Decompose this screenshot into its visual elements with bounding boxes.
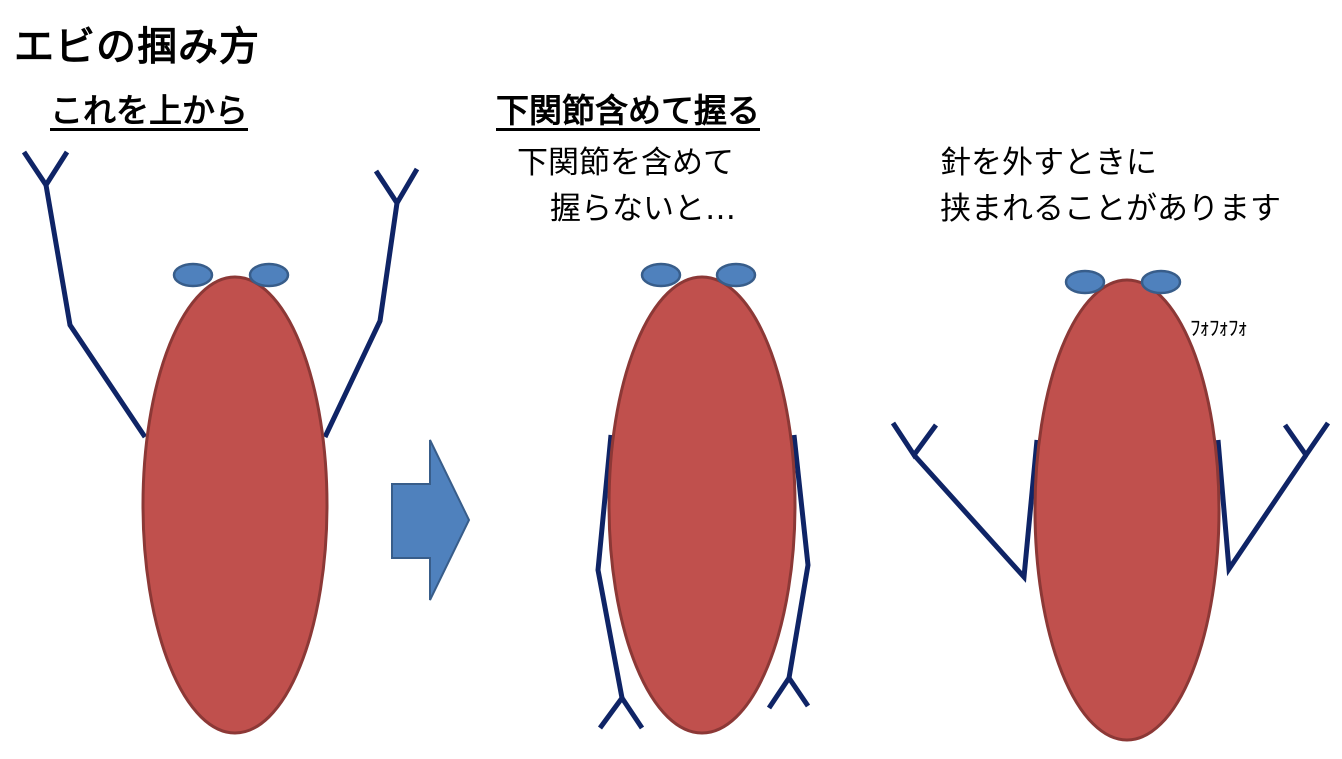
shrimp-1-right-leg <box>322 202 400 439</box>
shrimp-3-legs <box>890 421 1331 583</box>
panel-3-caption-line-2: 挟まれることがあります <box>940 191 1281 227</box>
shrimp-3-left-eye <box>1064 269 1106 295</box>
shrimp-1-left-eye <box>172 262 214 288</box>
panel-2-caption: 下関節を含めて 握らないと… <box>517 140 736 232</box>
panel-3-sound-effect: ﾌｫﾌｫﾌｫ <box>1190 316 1248 340</box>
shrimp-1-legs <box>21 150 420 439</box>
shrimp-2-right-eye <box>715 262 757 288</box>
shrimp-1-right-claw <box>373 167 420 208</box>
shrimp-3-body <box>1033 278 1221 742</box>
shrimp-2-left-leg <box>595 434 625 699</box>
shrimp-1-right-eye <box>248 262 290 288</box>
panel-1-heading: これを上から <box>50 91 248 130</box>
shrimp-2-right-claw <box>766 673 811 710</box>
panel-3-caption-line-1: 針を外すときに <box>940 145 1157 181</box>
panel-2-caption-line-2: 握らないと… <box>550 191 736 227</box>
shrimp-3-left-leg <box>912 439 1040 583</box>
panel-3-caption: 針を外すときに 挟まれることがあります <box>940 140 1281 232</box>
shrimp-1-left-claw <box>21 150 70 190</box>
shrimp-3-left-claw <box>890 421 939 460</box>
shrimp-2-body <box>607 275 797 735</box>
shrimp-2 <box>595 262 811 735</box>
shrimp-2-legs <box>595 434 811 730</box>
right-arrow-icon <box>391 439 471 601</box>
shrimp-3-right-leg <box>1215 439 1309 577</box>
panel-2-heading: 下関節含めて握る <box>496 91 760 130</box>
shrimp-3-right-eye <box>1140 269 1182 295</box>
panel-2-caption-line-1: 下関節を含めて <box>517 145 734 181</box>
shrimp-2-right-leg <box>786 434 811 679</box>
shrimp-2-left-eye <box>640 262 682 288</box>
shrimp-2-left-claw <box>597 693 645 730</box>
shrimp-3 <box>890 269 1331 742</box>
shrimp-1-body <box>141 275 329 735</box>
shrimp-3-right-claw <box>1282 421 1331 460</box>
page-title: エビの掴み方 <box>14 24 260 70</box>
shrimp-1-left-leg <box>43 184 148 439</box>
shrimp-1 <box>21 150 420 735</box>
